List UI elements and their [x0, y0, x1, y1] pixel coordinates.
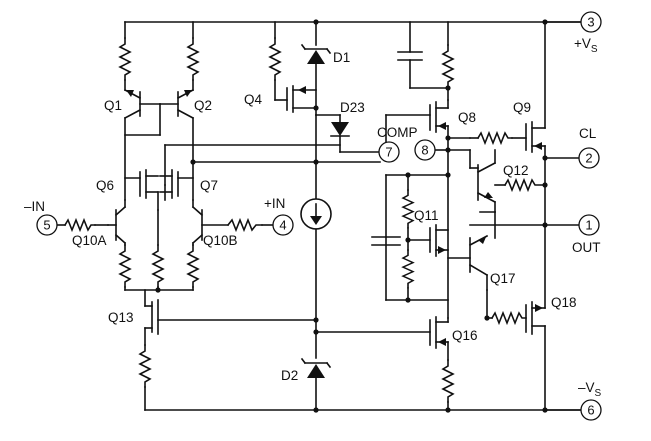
vplus-text: +V: [574, 36, 591, 51]
label-vminus: –VS: [578, 380, 602, 399]
transistor-q4: [274, 85, 317, 113]
diode-d23: [315, 107, 350, 199]
zener-d2: [300, 357, 332, 411]
resistor-q11-bottom: [402, 239, 414, 301]
transistor-q10b: [191, 199, 229, 246]
transistor-q16: [315, 316, 449, 361]
label-q16: Q16: [452, 328, 478, 343]
resistor-q9-gate: [469, 130, 527, 146]
label-q17: Q17: [490, 271, 516, 286]
label-q6: Q6: [96, 178, 114, 193]
resistor-tail-middle: [152, 209, 164, 291]
resistor-q2-load: [187, 21, 199, 91]
vplus-sub: S: [591, 44, 598, 55]
label-q7: Q7: [200, 178, 218, 193]
resistor-q18-gate: [486, 310, 527, 326]
q8-source-net: [447, 137, 479, 319]
vminus-sub: S: [595, 388, 602, 399]
pin-2-label: 2: [585, 151, 592, 166]
label-d2: D2: [281, 368, 298, 383]
pin-3[interactable]: 3: [544, 11, 602, 33]
resistor-q4: [269, 21, 281, 101]
label-cl: CL: [579, 126, 597, 141]
pin-1-label: 1: [585, 218, 592, 233]
transistor-q10a: [94, 199, 127, 246]
pin-4[interactable]: 4: [272, 214, 294, 236]
label-q1: Q1: [104, 98, 122, 113]
transistor-q9: [525, 21, 546, 186]
capacitor-top: [397, 21, 449, 89]
pin-8[interactable]: 8: [414, 139, 436, 161]
label-q12: Q12: [503, 163, 529, 178]
pin-5-label: 5: [43, 218, 50, 233]
pin-1[interactable]: 1: [578, 214, 600, 236]
svg-text:–VS: –VS: [578, 380, 602, 399]
transistor-q17: [447, 234, 489, 291]
label-in-neg: –IN: [24, 199, 45, 214]
pin-6-label: 6: [587, 403, 594, 418]
pin-8-label: 8: [421, 143, 428, 158]
current-source: [300, 198, 332, 359]
label-d23: D23: [340, 100, 365, 115]
input-neg-resistor: [57, 217, 96, 233]
transistor-q7: [159, 169, 194, 201]
transistor-q18: [525, 224, 546, 411]
label-comp: COMP: [377, 125, 418, 140]
label-q13: Q13: [108, 310, 134, 325]
svg-text:+VS: +VS: [574, 36, 598, 55]
pin-7-label: 7: [385, 145, 392, 160]
zener-d1: [300, 21, 332, 109]
label-d1: D1: [333, 50, 350, 65]
label-out: OUT: [572, 240, 601, 255]
resistor-q10b-emitter: [187, 244, 199, 291]
pin-4-label: 4: [279, 218, 286, 233]
transistor-q12: [476, 149, 497, 204]
pin-2[interactable]: 2: [578, 147, 600, 169]
label-q2: Q2: [194, 98, 212, 113]
pin-5[interactable]: 5: [36, 214, 58, 236]
label-q18: Q18: [551, 295, 577, 310]
transistor-q1: [123, 88, 161, 201]
label-in-pos: +IN: [264, 196, 285, 211]
pin-3-label: 3: [587, 15, 594, 30]
transistor-q6: [124, 169, 159, 211]
transistor-q2: [159, 88, 195, 201]
transistor-q13: [144, 289, 317, 346]
label-q8: Q8: [458, 110, 476, 125]
resistor-q12: [494, 177, 546, 193]
comp-net: [164, 144, 381, 186]
pin-6[interactable]: 6: [544, 399, 602, 421]
resistor-q10a-emitter: [119, 244, 131, 291]
resistor-q16: [442, 359, 454, 411]
vminus-text: –V: [578, 380, 595, 395]
label-q4: Q4: [244, 92, 263, 107]
label-q10b: Q10B: [203, 233, 238, 248]
label-q10a: Q10A: [72, 233, 107, 248]
label-q9: Q9: [513, 100, 531, 115]
transistor-q11: [407, 224, 449, 257]
label-q11: Q11: [414, 208, 439, 223]
input-pos-resistor: [226, 217, 273, 233]
output-net: [469, 184, 579, 239]
label-vplus: +VS: [574, 36, 598, 55]
pin-7[interactable]: 7: [378, 141, 400, 163]
resistor-q13: [139, 344, 151, 411]
capacitor-q11: [371, 236, 401, 246]
resistor-q11-top: [402, 174, 414, 241]
resistor-q1-load: [119, 21, 131, 91]
